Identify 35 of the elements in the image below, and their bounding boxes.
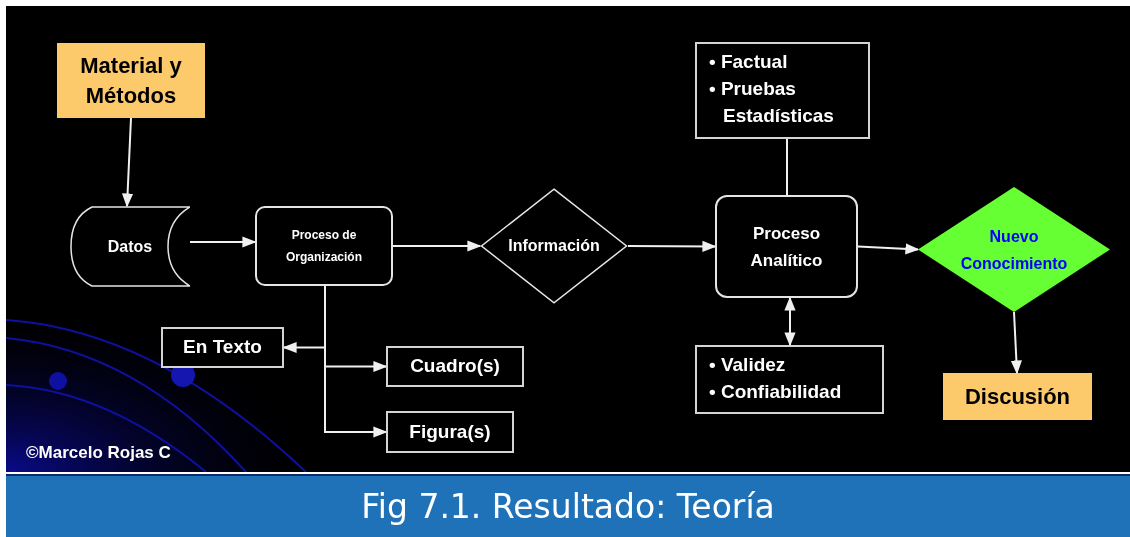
decision-diamond bbox=[480, 188, 628, 304]
node-label: Material y Métodos bbox=[79, 51, 183, 110]
result-diamond bbox=[918, 187, 1110, 312]
node-label: Datos bbox=[107, 236, 153, 257]
arrow bbox=[189, 236, 257, 248]
node-label: Proceso de Organización bbox=[285, 227, 363, 266]
list-item: • Validez bbox=[709, 353, 787, 377]
arrow bbox=[392, 240, 482, 252]
node-label: En Texto bbox=[183, 335, 262, 360]
node-label: Cuadro(s) bbox=[410, 354, 500, 379]
arrow bbox=[1010, 311, 1022, 375]
node-label: Información bbox=[508, 236, 600, 256]
list-box bbox=[695, 42, 870, 139]
output-box bbox=[161, 327, 284, 368]
process-box bbox=[715, 195, 858, 298]
list-box bbox=[695, 345, 884, 414]
end-box bbox=[943, 373, 1092, 420]
stored-data-shape bbox=[70, 206, 190, 287]
node-label: Proceso Analítico bbox=[749, 222, 824, 272]
node-label: Figura(s) bbox=[409, 419, 491, 444]
list-item: • Factual bbox=[709, 50, 789, 74]
output-box bbox=[386, 411, 514, 453]
arrow bbox=[784, 296, 796, 347]
copyright-note: ©Marcelo Rojas C bbox=[26, 442, 171, 464]
node-label: Nuevo Conocimiento bbox=[959, 226, 1069, 274]
caption: Fig 7.1. Resultado: Teoría bbox=[361, 485, 775, 528]
arrow bbox=[122, 117, 134, 208]
output-box bbox=[386, 346, 524, 387]
arrow bbox=[857, 243, 920, 255]
arrow bbox=[627, 240, 717, 253]
start-box bbox=[57, 43, 205, 118]
process-box bbox=[255, 206, 393, 286]
list-item: • Pruebas Estadísticas bbox=[709, 77, 835, 128]
list-item: • Confiabilidad bbox=[709, 380, 843, 404]
node-label: Discusión bbox=[964, 382, 1071, 411]
